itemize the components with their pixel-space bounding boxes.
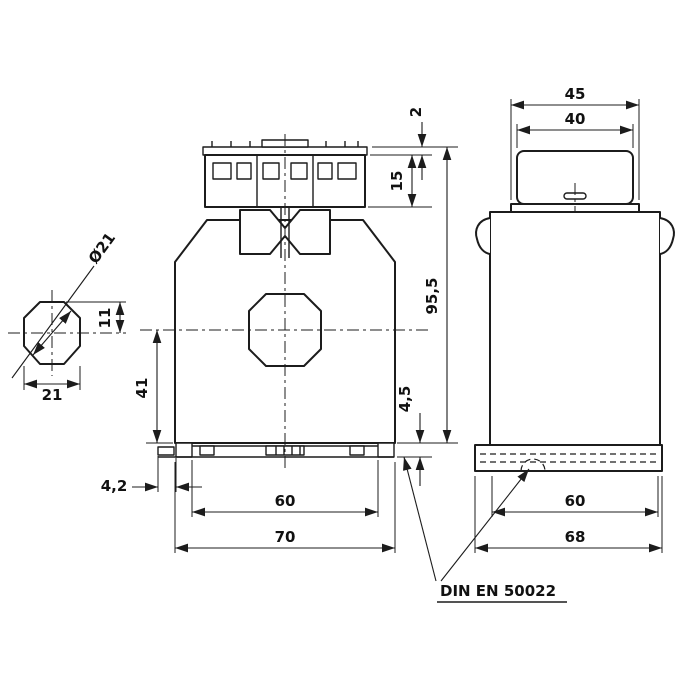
dim-center-to-base: 41 [133,378,151,399]
dim-rail-span-side: 60 [565,492,586,510]
din-rail-standard-label: DIN EN 50022 [440,582,556,600]
din-rail-front [157,442,395,458]
din-leader: DIN EN 50022 [403,456,567,603]
side-dimension-lines [475,100,662,553]
front-view: 2 15 95,5 4,5 4,2 41 60 70 [101,107,458,553]
dim-plate-thickness: 2 [407,107,425,117]
front-extension-lines [146,146,458,553]
window-section: Ø21 11 21 [8,229,126,404]
rail-latch [157,446,175,456]
side-body [489,211,661,446]
dim-latch-travel: 4,2 [101,477,128,495]
dim-window-width: 21 [42,386,63,404]
dim-rail-span-front: 60 [275,492,296,510]
side-extension-lines [474,99,663,553]
dim-window-diagonal: Ø21 [85,229,119,267]
front-dimension-lines [132,122,452,553]
dim-foot-width: 68 [565,528,586,546]
dim-block-width: 40 [565,110,586,128]
dim-flange-width: 45 [565,85,586,103]
dim-overall-height: 95,5 [423,277,441,314]
dim-window-offset: 11 [96,308,114,329]
left-clip-ear [475,217,491,255]
terminal-details [212,155,357,207]
side-view: 45 40 60 68 [474,85,675,553]
dim-overall-width: 70 [275,528,296,546]
section-dimension-lines [11,265,126,390]
right-clip-ear [659,217,675,255]
dim-rail-depth: 4,5 [396,386,414,413]
din-rail-side [474,444,663,472]
rail-notch [520,458,546,472]
dim-terminal-height: 15 [388,171,406,192]
